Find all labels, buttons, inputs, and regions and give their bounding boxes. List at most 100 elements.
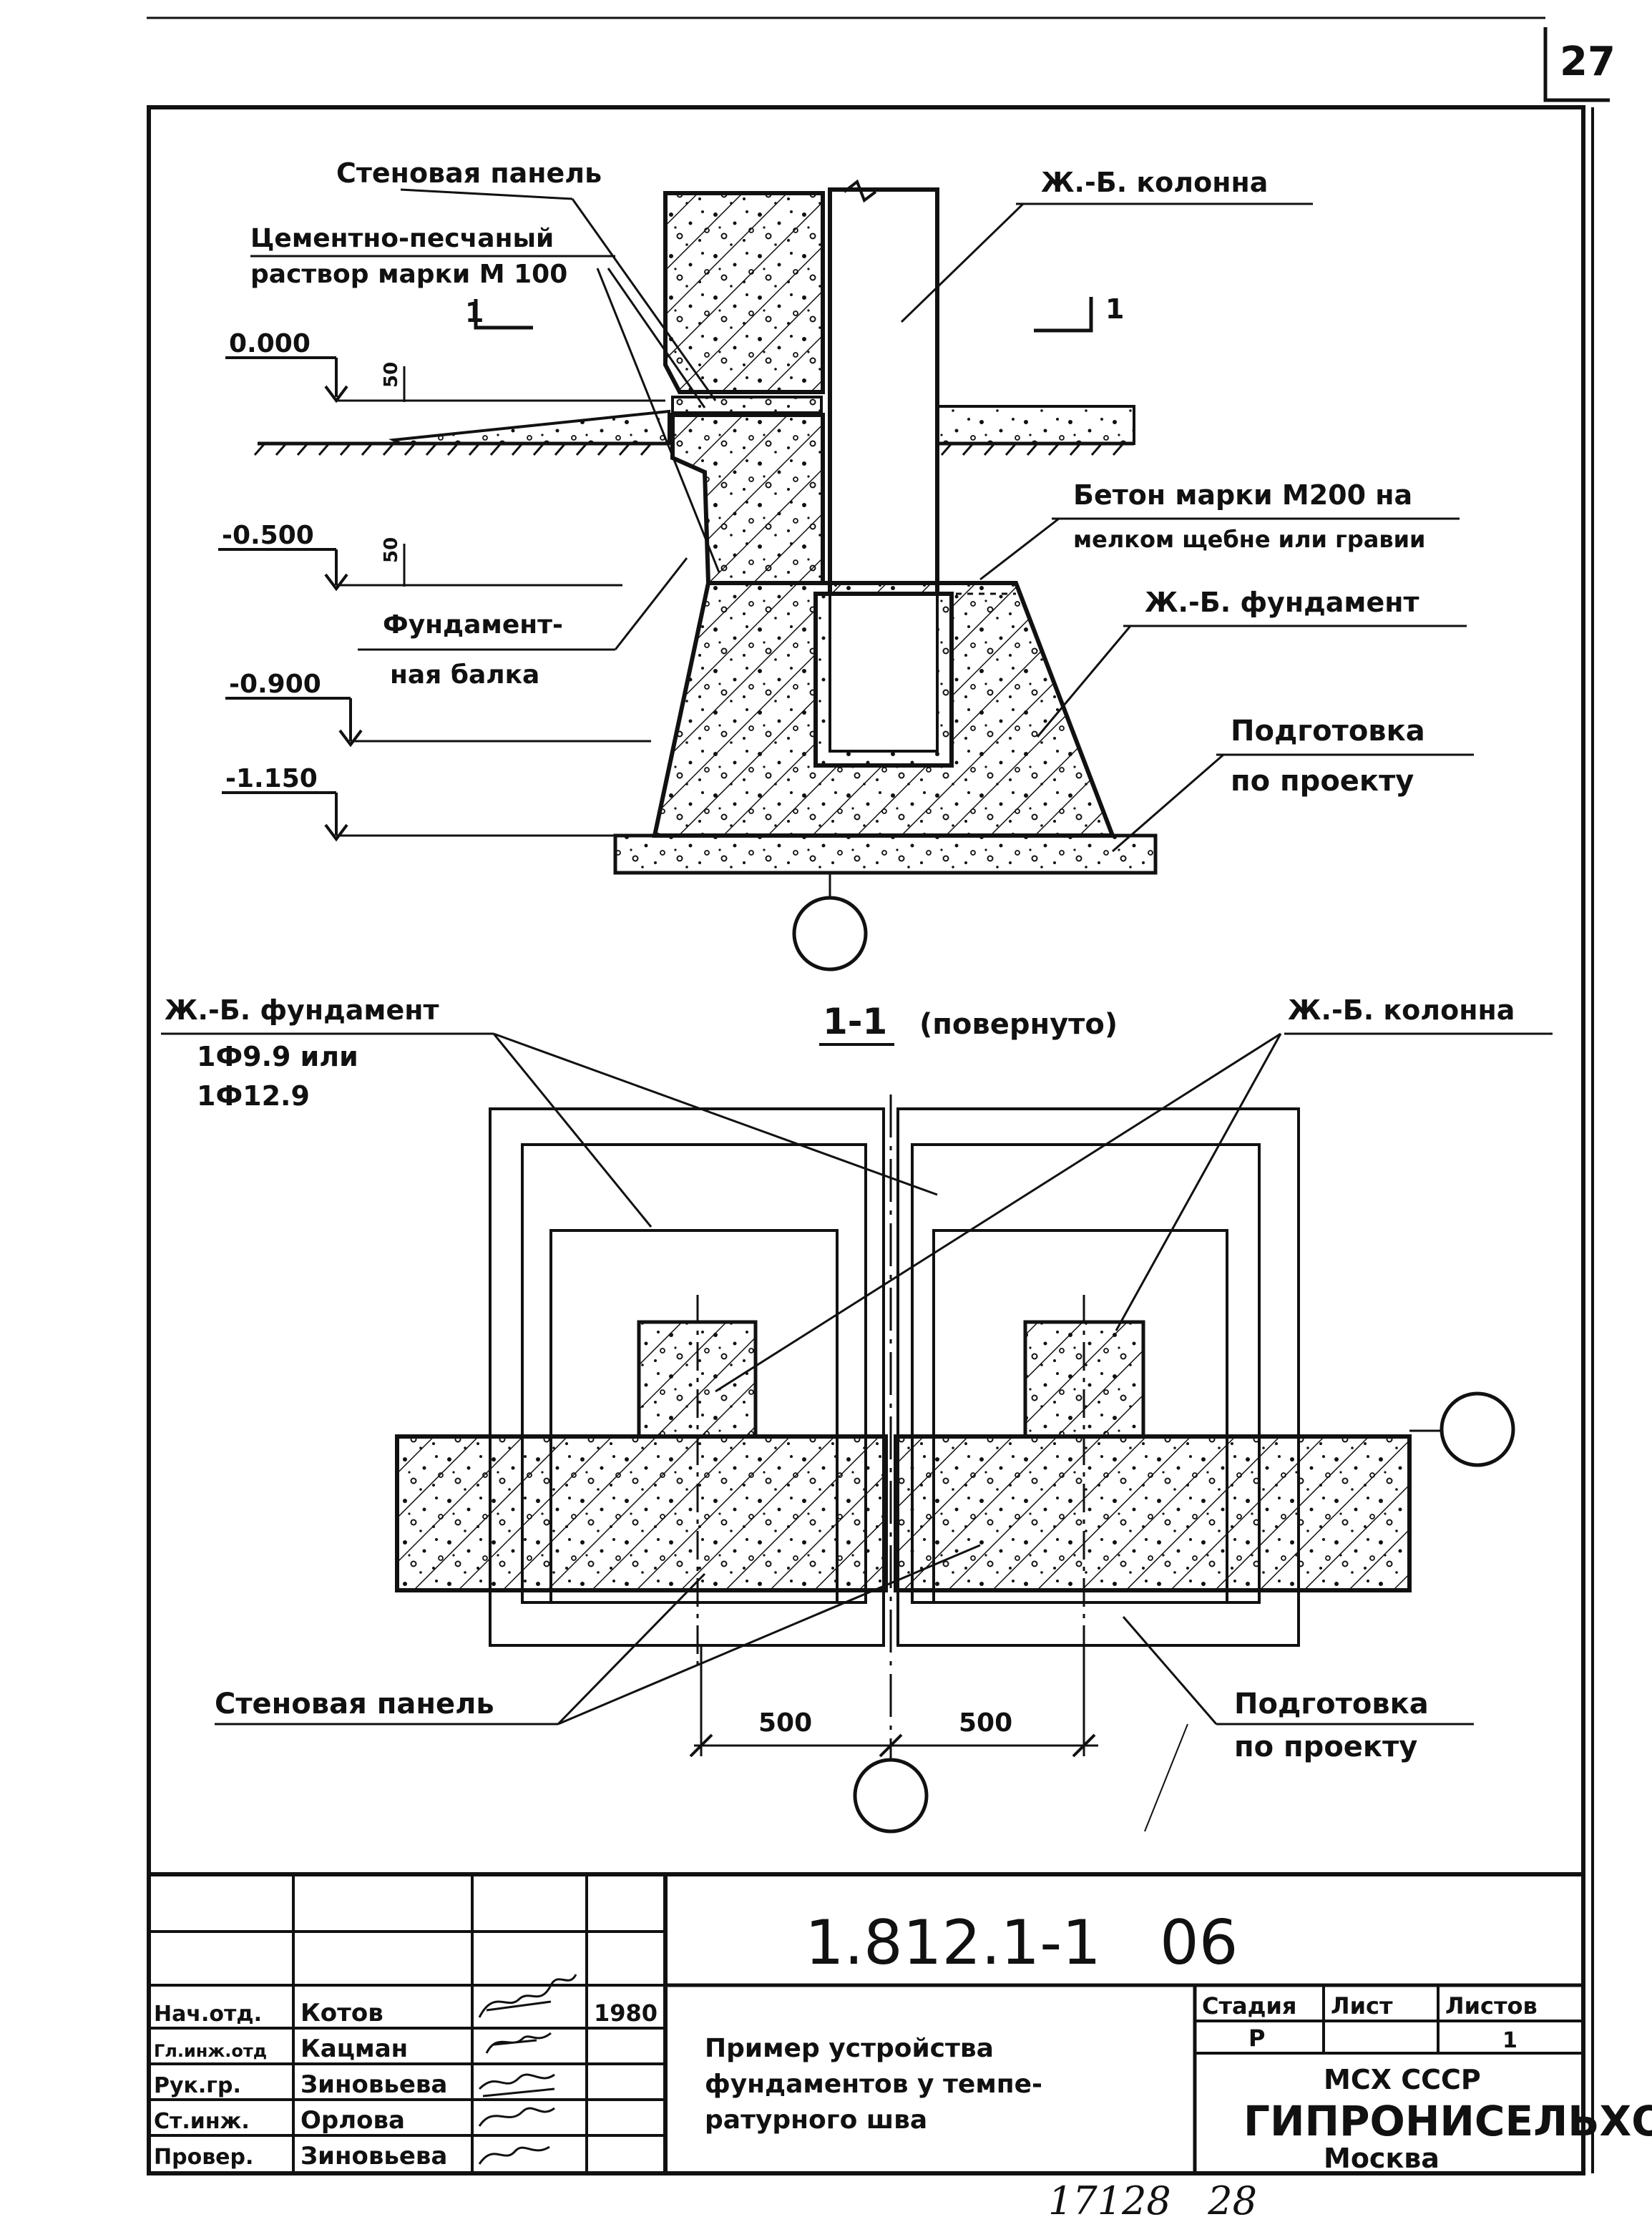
role-1: Гл.инж.отд <box>154 2041 267 2061</box>
title-block: Нач.отд. Котов Гл.инж.отд Кацман Рук.гр.… <box>149 1872 1652 2174</box>
plan-leader-column-2 <box>1115 1033 1282 1331</box>
label-concrete-2: мелком щебне или гравии <box>1073 526 1425 553</box>
foundation-speck <box>655 583 1113 836</box>
blind-area-left <box>388 409 670 445</box>
floor-slab-right <box>936 405 1135 445</box>
section-mark-right: 1 <box>1105 293 1124 325</box>
tb-org-1: МСХ СССР <box>1324 2064 1481 2095</box>
plan-label-wall-panel: Стеновая панель <box>215 1688 494 1720</box>
name-3: Орлова <box>300 2106 405 2135</box>
earth-hatch <box>253 443 1125 456</box>
tb-stage-header: Стадия <box>1202 1992 1296 2020</box>
plan-title: 1-1 <box>823 1001 887 1042</box>
tb-code: 1.812.1-1 06 <box>805 1907 1238 1979</box>
dimension-ticks <box>689 1733 1096 1758</box>
plan-leader-column-1 <box>715 1032 1281 1393</box>
leader-column <box>900 202 1025 323</box>
label-wall-panel: Стеновая панель <box>336 157 602 189</box>
role-3: Ст.инж. <box>154 2109 250 2134</box>
plan-label-column: Ж.-Б. колонна <box>1288 994 1515 1026</box>
leader-mortar-1 <box>596 268 720 573</box>
foundation-beam-speck <box>673 415 823 583</box>
foundation-step2-left <box>549 1229 839 1604</box>
preparation-slab <box>613 833 1158 875</box>
axis-bubble-elevation <box>792 896 868 971</box>
dim-50-top: 50 <box>381 362 402 388</box>
tb-stage-grid <box>1195 1985 1583 2055</box>
tb-description-1: Пример устройства <box>705 2034 994 2063</box>
label-mortar-2: раствор марки М 100 <box>250 260 567 289</box>
role-4: Провер. <box>154 2145 253 2170</box>
plan-leader-wall-2 <box>557 1544 981 1726</box>
tb-stage-value: Р <box>1248 2025 1265 2052</box>
tb-sheet-header: Лист <box>1331 1992 1393 2020</box>
plan-leader-preparation <box>1122 1616 1218 1725</box>
level-1150: -1.150 <box>225 764 318 793</box>
label-preparation-2: по проекту <box>1231 765 1414 798</box>
level-marks: 0.000 -0.500 -0.900 -1.150 <box>218 329 665 842</box>
socket-grout <box>814 592 953 767</box>
tb-description-3: ратурного шва <box>705 2105 927 2135</box>
name-1: Кацман <box>300 2035 408 2063</box>
label-beam-1: Фундамент- <box>383 610 563 640</box>
foundation-step2-right <box>932 1229 1228 1604</box>
signatures <box>478 1974 577 2165</box>
drawing-frame <box>147 105 1585 2175</box>
tb-left-grid <box>149 1874 665 2173</box>
label-concrete-1: Бетон марки М200 на <box>1073 479 1412 511</box>
signature-4 <box>478 2145 550 2165</box>
leader-foundation <box>1036 625 1132 738</box>
plan-wall-panel-right-speck <box>896 1436 1409 1590</box>
plan-title-note: (повернуто) <box>919 1008 1118 1041</box>
level-0900-arrow <box>338 729 363 748</box>
tb-sheets-header: Листов <box>1445 1992 1538 2020</box>
signature-3 <box>478 2107 555 2127</box>
name-4: Зиновьева <box>300 2142 447 2170</box>
tb-roles: Нач.отд. Котов Гл.инж.отд Кацман Рук.гр.… <box>154 1999 447 2170</box>
plan-label-spec-2: 1Ф12.9 <box>197 1080 310 1112</box>
axis-bubble-plan-right <box>1440 1391 1515 1467</box>
preparation-outline-left <box>489 1107 885 1647</box>
plan-leader-wall-1 <box>557 1572 706 1726</box>
elevation-section: 0.000 -0.500 -0.900 -1.150 50 50 <box>218 157 1474 971</box>
leader-preparation <box>1112 753 1224 853</box>
name-2: Зиновьева <box>300 2070 447 2099</box>
column-break-mark <box>843 179 877 203</box>
leader-beam <box>614 557 688 650</box>
leader-concrete <box>979 517 1060 581</box>
tb-org-2: ГИПРОНИСЕЛЬХОЗ <box>1243 2097 1652 2145</box>
plan-column-left-speck <box>639 1322 756 1436</box>
plan-label-preparation-2: по проекту <box>1234 1731 1417 1763</box>
sheet-number-box <box>1543 27 1610 102</box>
tb-year: 1980 <box>594 2000 658 2027</box>
label-column: Ж.-Б. колонна <box>1041 167 1268 198</box>
level-0500: -0.500 <box>222 521 314 550</box>
label-mortar-1: Цементно-песчаный <box>250 224 554 253</box>
section-mark-left-line <box>474 299 533 330</box>
column <box>828 187 939 596</box>
name-0: Котов <box>300 1999 383 2027</box>
level-0000: 0.000 <box>229 329 311 358</box>
plan-leader-foundation-1 <box>492 1033 653 1228</box>
tb-sheets-value: 1 <box>1502 2028 1517 2053</box>
role-0: Нач.отд. <box>154 2002 262 2027</box>
dimension-right: 500 <box>959 1708 1012 1738</box>
preparation-outline-right <box>896 1107 1300 1647</box>
label-beam-2: ная балка <box>390 660 539 690</box>
signature-2 <box>478 2073 555 2098</box>
axis-bubble-plan-bottom <box>853 1758 929 1834</box>
label-preparation-1: Подготовка <box>1231 715 1425 748</box>
leader-wall-panel <box>400 188 573 200</box>
plan-section: 1-1 (повернуто) <box>161 994 1553 1834</box>
level-1150-arrow <box>324 823 348 842</box>
plan-extra-stroke <box>1144 1723 1188 1832</box>
dimension-left: 500 <box>758 1708 812 1738</box>
signature-0 <box>478 1974 577 2018</box>
plan-label-spec-1: 1Ф9.9 или <box>197 1041 358 1072</box>
sheet-number: 27 <box>1560 39 1616 85</box>
tb-org-3: Москва <box>1324 2143 1440 2174</box>
tb-description-2: фундаментов у темпе- <box>705 2070 1042 2099</box>
level-0900: -0.900 <box>229 670 321 699</box>
plan-label-foundation: Ж.-Б. фундамент <box>165 994 439 1026</box>
